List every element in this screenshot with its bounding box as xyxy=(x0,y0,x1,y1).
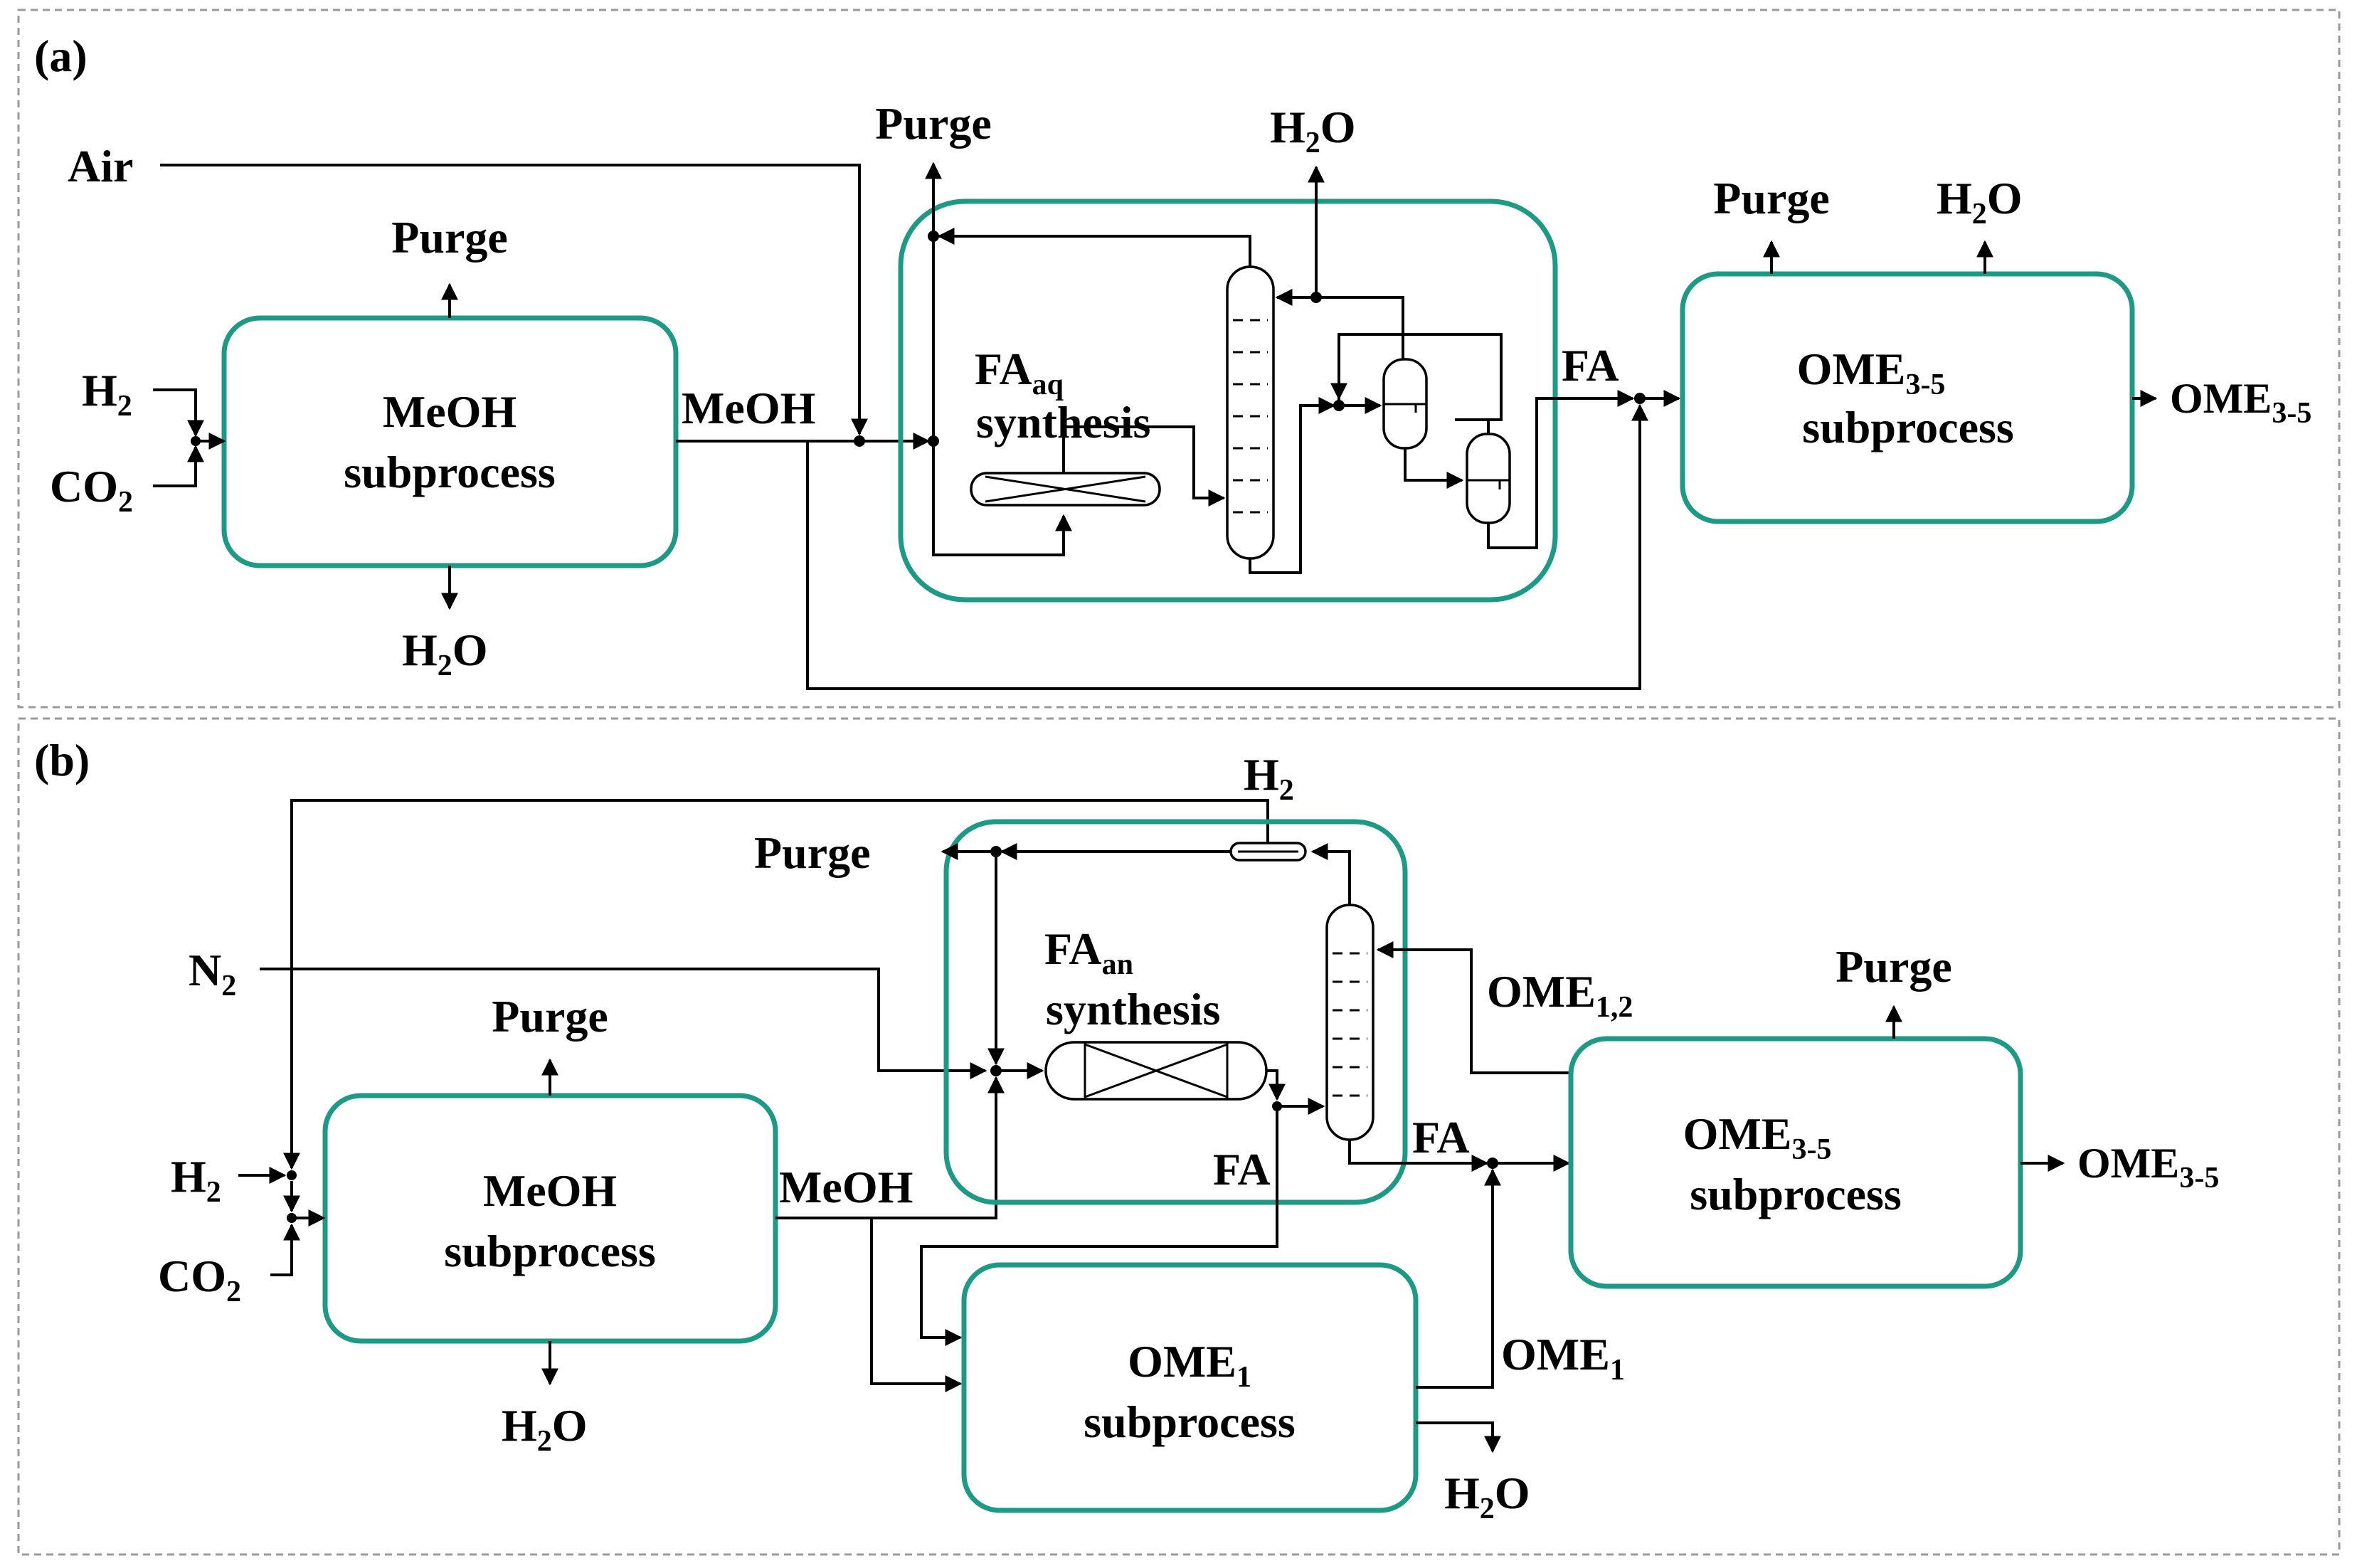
panel-a-reactor-feed-line xyxy=(932,441,1072,556)
panel-b-h2-label: H2 xyxy=(171,1151,221,1209)
panel-a-meoh-stream-label: MeOH xyxy=(682,383,815,433)
panel-a-product-label: OME3-5 xyxy=(2170,375,2311,430)
panel-a-fa-synthesis-box xyxy=(898,198,1558,603)
panel-a-fa-box-line1: FAaq xyxy=(975,344,1064,401)
panel-a-meoh-water-label: H2O xyxy=(402,625,488,682)
panel-a-co2-line xyxy=(153,445,204,487)
panel-b-meoh-to-ome1 xyxy=(870,1218,963,1392)
panel-b-ome-box-line2: subprocess xyxy=(1690,1169,1902,1219)
panel-b-meoh-to-fa xyxy=(775,1076,1005,1219)
panel-b-fa-to-ome1 xyxy=(920,1106,1278,1346)
panel-a-fa-water-label: H2O xyxy=(1270,102,1356,159)
panel-a-air-label: Air xyxy=(68,141,133,191)
panel-a-air-line xyxy=(160,164,868,436)
panel-a-column-bottom-line xyxy=(1249,397,1336,574)
panel-b-ome1-box-line1: OME1 xyxy=(1128,1336,1251,1394)
panel-a-h2-line xyxy=(153,388,204,438)
panel-a-meoh-subprocess-box xyxy=(221,315,679,568)
panel-b-column-top xyxy=(1310,843,1351,905)
panel-b-meoh-box-line1: MeOH xyxy=(483,1165,617,1216)
panel-a-meoh-box-line2: subprocess xyxy=(344,447,556,497)
panel-a-meoh-purge-label: Purge xyxy=(391,212,508,263)
panel-a-ome-purge-label: Purge xyxy=(1713,173,1830,223)
panel-b-meoh-stream-label: MeOH xyxy=(779,1162,913,1212)
panel-b-n2-line xyxy=(260,968,987,1079)
panel-b-ome12-label: OME1,2 xyxy=(1487,966,1633,1024)
panel-a-column-top-recycle xyxy=(937,228,1251,267)
panel-b-co2-label: CO2 xyxy=(158,1251,241,1308)
panel-b-meoh-subprocess-box xyxy=(322,1093,778,1344)
panel-b-ome-purge-label: Purge xyxy=(1836,941,1952,992)
panel-b-tag: (b) xyxy=(34,735,90,785)
panel-a-flash-drum-2 xyxy=(1466,433,1511,524)
panel-a-reactor-x2 xyxy=(985,475,1146,503)
panel-a-fa-purge-label: Purge xyxy=(875,98,992,149)
panel-b-fa-out-label: FA xyxy=(1213,1144,1271,1194)
panel-b-n2-label: N2 xyxy=(189,945,236,1002)
panel-b-meoh-purge-label: Purge xyxy=(492,991,608,1042)
panel-b-fa-box-line1: FAan xyxy=(1044,923,1133,981)
panel-b-co2-line xyxy=(270,1223,300,1276)
panel-a-air-mix-node xyxy=(854,435,865,447)
panel-b-ome1-water-label: H2O xyxy=(1444,1468,1530,1525)
panel-b-fa-purge-label: Purge xyxy=(754,827,871,878)
panel-a-flash1-top-line xyxy=(1316,296,1404,359)
panel-a-absorber-column xyxy=(1226,265,1275,560)
panel-a-meoh-bypass-line xyxy=(806,403,1648,690)
panel-b-ome-box-line1: OME3-5 xyxy=(1683,1108,1832,1166)
panel-a-frame xyxy=(17,9,2341,709)
panel-b-frame xyxy=(17,717,2341,1556)
panel-b-h2-recycle-label: H2 xyxy=(1244,749,1294,807)
panel-b-ome12-recycle xyxy=(1376,941,1571,1074)
panel-a-meoh-box-line1: MeOH xyxy=(383,386,517,437)
panel-b-h2-node xyxy=(287,1170,297,1180)
panel-a-fa-product-line xyxy=(1487,390,1635,549)
panel-a-co2-input-label: CO2 xyxy=(50,461,133,519)
panel-a-ome-water-label: H2O xyxy=(1937,173,2023,231)
panel-b-fa-synthesis-box xyxy=(943,819,1408,1205)
panel-b-fa-stream-label: FA xyxy=(1412,1112,1470,1162)
panel-b-fa-box-line2: synthesis xyxy=(1046,984,1220,1034)
panel-a-ome-box-line2: subprocess xyxy=(1802,402,2014,452)
panel-b-column-bottom xyxy=(1348,1140,1489,1172)
panel-b-reactor-out xyxy=(1266,1069,1286,1101)
panel-a-flash1-out xyxy=(1404,448,1464,489)
panel-b-h2-recycle-line xyxy=(283,799,1269,1170)
panel-a-tag: (a) xyxy=(34,31,88,81)
panel-b-meoh-water-label: H2O xyxy=(502,1400,588,1458)
panel-a-reactor-out-line xyxy=(1062,425,1226,507)
panel-b-product-label: OME3-5 xyxy=(2077,1140,2219,1194)
panel-a-h2-input-label: H2 xyxy=(82,365,132,423)
panel-b-column xyxy=(1325,904,1375,1141)
panel-a-fa-stream-label: FA xyxy=(1562,340,1619,391)
panel-a-ome-box-line1: OME3-5 xyxy=(1797,344,1946,401)
panel-b-ome1-product-line xyxy=(1416,1168,1501,1389)
panel-b-ome1-stream-label: OME1 xyxy=(1501,1329,1625,1387)
panel-b-ome1-subprocess-box xyxy=(961,1262,1419,1513)
panel-b-ome1-water-arrow xyxy=(1416,1421,1501,1453)
panel-b-ome1-box-line2: subprocess xyxy=(1084,1397,1296,1447)
panel-b-meoh-box-line2: subprocess xyxy=(444,1226,656,1276)
